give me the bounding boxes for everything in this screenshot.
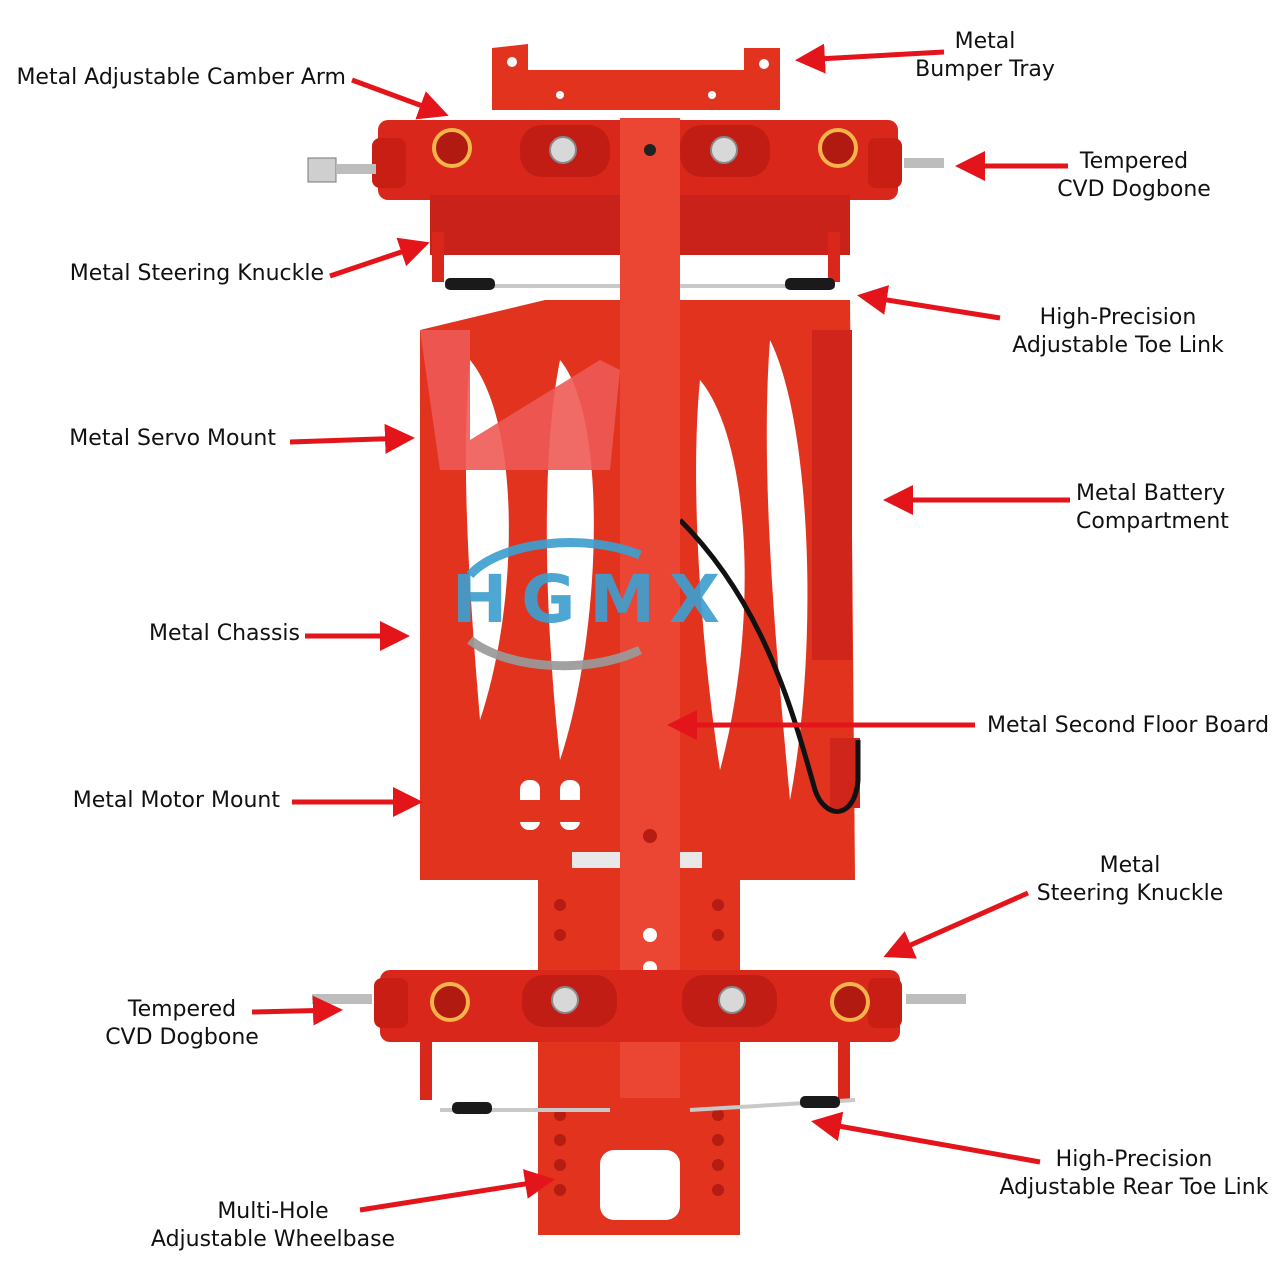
label-chassis: Metal Chassis [148,621,300,646]
rear-suspension [312,970,966,1114]
callout-arrows [251,43,1070,1213]
second-floor-board [620,118,680,1098]
label-second-floor: Metal Second Floor Board [987,713,1270,738]
label-motor-mount: Metal Motor Mount [72,788,280,813]
label-front-knuckle: Metal Steering Knuckle [69,261,324,286]
watermark-text: HGMX [452,561,734,638]
label-camber-arm: Metal Adjustable Camber Arm [16,65,346,90]
watermark-logo: HGMX [452,538,734,671]
label-servo-mount: Metal Servo Mount [69,426,276,451]
bumper-tray [492,44,780,110]
